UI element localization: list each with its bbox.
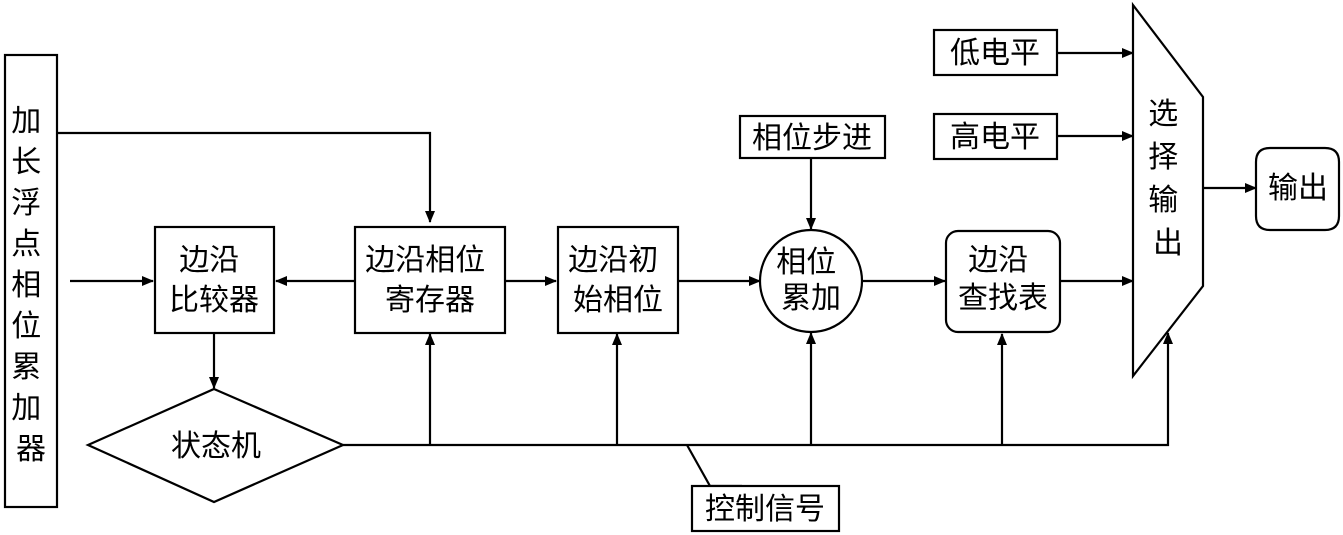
edge-comparator-label: 边沿 比较器: [169, 243, 259, 318]
phase-accumulate-block: 相位 累加: [758, 228, 864, 334]
control-signal-tag: 控制信号: [690, 484, 841, 533]
high-level-label: 高电平: [950, 120, 1040, 155]
control-bus: [343, 332, 1173, 447]
wire-accumulator-to-register: [57, 131, 435, 223]
edge-initial-phase-label: 边沿初 始相位: [568, 243, 668, 318]
edge-initial-phase-block: 边沿初 始相位: [556, 225, 680, 335]
control-signal-label: 控制信号: [705, 492, 825, 527]
edge-lookup-table-block: 边沿 查找表: [944, 229, 1062, 334]
edge-phase-register-label: 边沿相位 寄存器: [365, 243, 495, 318]
select-output-label: 选 择 输 出: [1148, 97, 1188, 261]
output-terminal: 输出: [1254, 146, 1341, 232]
phase-step-block: 相位步进: [738, 114, 887, 160]
edge-phase-register-block: 边沿相位 寄存器: [353, 225, 507, 335]
state-machine-label: 状态机: [171, 429, 261, 464]
accumulator-label: 加 长 浮 点 相 位 累 加 器: [11, 104, 51, 467]
output-label: 输出: [1268, 171, 1328, 206]
phase-accumulate-label: 相位 累加: [776, 245, 846, 316]
low-level-block: 低电平: [932, 28, 1059, 77]
edge-lookup-table-label: 边沿 查找表: [958, 243, 1048, 316]
low-level-label: 低电平: [950, 36, 1040, 71]
high-level-block: 高电平: [932, 112, 1059, 161]
edge-comparator-block: 边沿 比较器: [153, 225, 276, 335]
control-signal-leader: [686, 444, 742, 488]
accumulator-block: 加 长 浮 点 相 位 累 加 器: [3, 53, 59, 509]
select-output-mux: 选 择 输 出: [1131, 1, 1205, 380]
phase-step-label: 相位步进: [752, 121, 872, 156]
state-machine-block: 状态机: [85, 387, 346, 504]
